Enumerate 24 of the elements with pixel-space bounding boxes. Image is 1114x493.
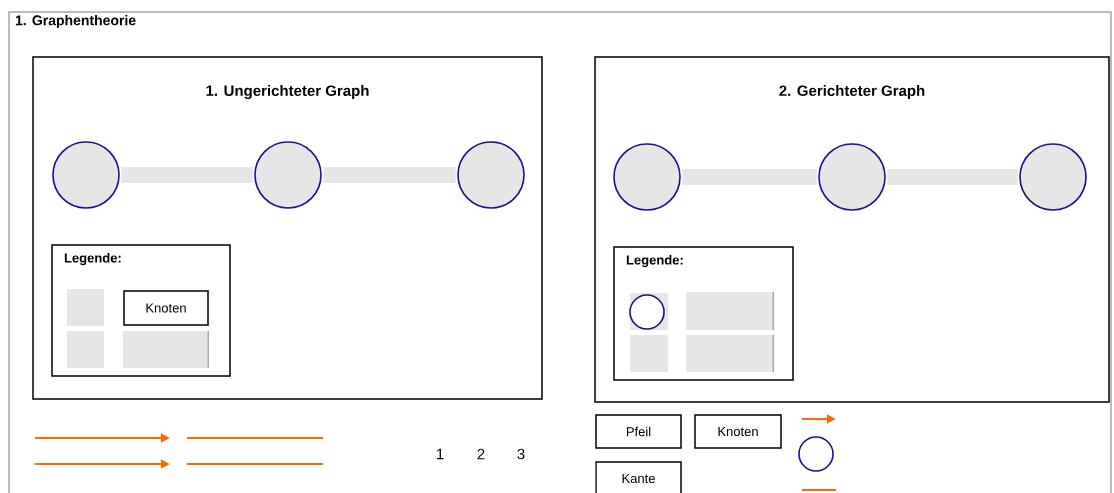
node-circle xyxy=(52,141,120,209)
node-circle xyxy=(798,436,834,472)
legend-cell xyxy=(67,289,104,326)
legend-cell xyxy=(630,335,668,372)
edge-bar xyxy=(323,167,456,183)
number-label: 3 xyxy=(517,448,525,460)
legend-cell xyxy=(123,330,209,369)
number-label: 2 xyxy=(477,448,485,460)
edge-bar xyxy=(887,169,1018,185)
legend-cell xyxy=(686,334,774,373)
node-circle xyxy=(457,141,525,209)
edge-bar xyxy=(121,167,253,183)
node-circle xyxy=(1019,143,1087,211)
word-card: Pfeil xyxy=(595,414,682,449)
node-circle xyxy=(818,143,886,211)
word-card: Kante xyxy=(595,461,682,493)
legend-cell xyxy=(67,331,104,368)
word-card: Knoten xyxy=(694,414,782,449)
number-label: 1 xyxy=(437,448,444,460)
node-circle xyxy=(613,143,681,211)
legend-cell xyxy=(686,291,774,331)
word-card: Knoten xyxy=(123,290,209,326)
edge-bar xyxy=(682,169,817,185)
node-circle xyxy=(254,141,322,209)
